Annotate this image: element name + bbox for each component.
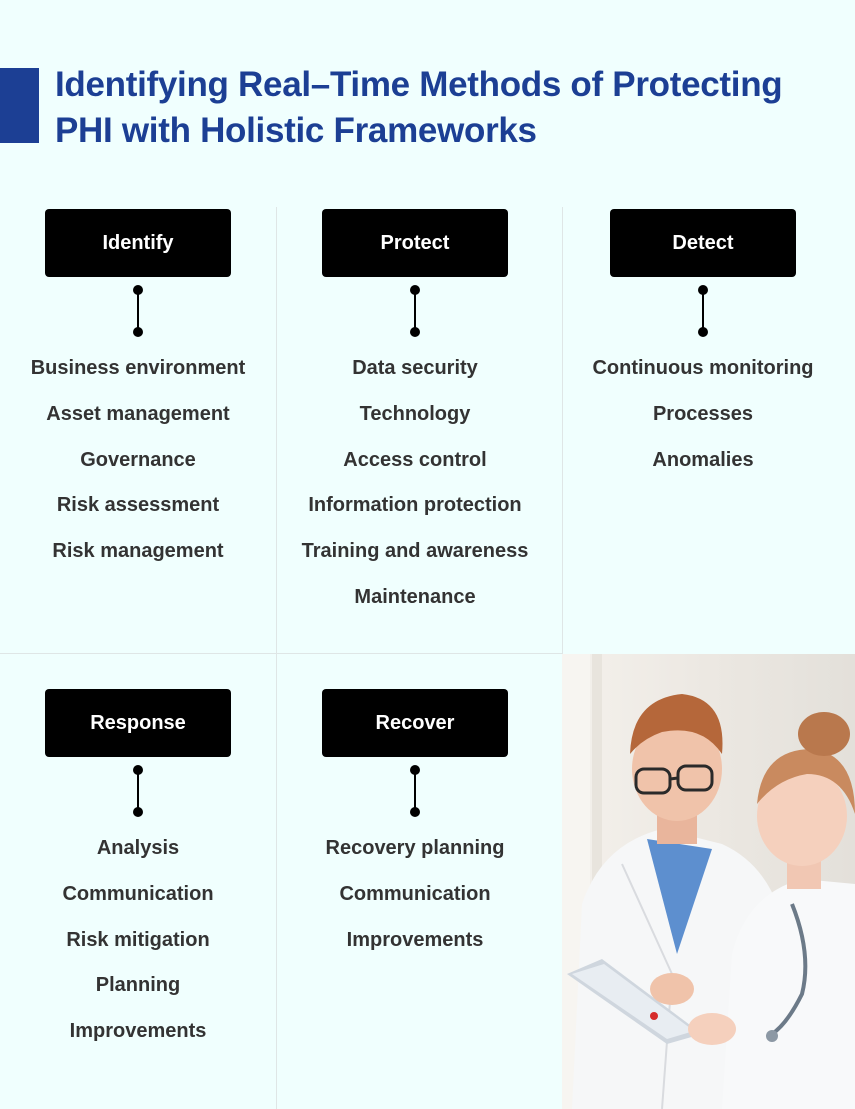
- list-item: Continuous monitoring: [592, 357, 814, 379]
- section-recover: Recover Recovery planning Communication …: [277, 0, 553, 1109]
- list-item: Risk mitigation: [66, 928, 210, 951]
- page-title: Identifying Real–Time Methods of Protect…: [55, 65, 783, 150]
- list-item: Maintenance: [354, 585, 476, 608]
- list-item: Processes: [652, 402, 754, 425]
- list-item: Improvements: [69, 1020, 207, 1043]
- grid-divider: [276, 207, 277, 1109]
- item-list: Business environment Asset management Go…: [0, 345, 276, 574]
- list-item: Training and awareness: [301, 540, 529, 563]
- list-item: Asset management: [46, 402, 230, 425]
- list-item: Recovery planning: [325, 837, 505, 859]
- list-item: Analysis: [96, 837, 180, 859]
- section-heading: Detect: [610, 209, 796, 277]
- list-item: Business environment: [30, 357, 246, 379]
- list-item: Anomalies: [652, 448, 754, 471]
- connector-icon: [132, 765, 144, 817]
- title-accent-bar: [0, 68, 39, 143]
- section-response: Response Analysis Communication Risk mit…: [0, 0, 276, 1109]
- grid-divider: [0, 653, 562, 654]
- section-protect: Protect Data security Technology Access …: [277, 0, 553, 653]
- item-list: Continuous monitoring Processes Anomalie…: [563, 345, 843, 482]
- doctors-photo: [562, 654, 855, 1109]
- item-list: Recovery planning Communication Improvem…: [277, 825, 553, 962]
- section-heading: Identify: [45, 209, 231, 277]
- list-item: Risk assessment: [56, 494, 220, 517]
- list-item: Technology: [359, 402, 471, 425]
- connector-icon: [409, 765, 421, 817]
- list-item: Governance: [80, 448, 196, 471]
- section-identify: Identify Business environment Asset mana…: [0, 0, 276, 653]
- item-list: Analysis Communication Risk mitigation P…: [0, 825, 276, 1054]
- list-item: Risk management: [52, 540, 224, 563]
- list-item: Communication: [339, 882, 491, 905]
- list-item: Access control: [343, 448, 487, 471]
- section-heading: Protect: [322, 209, 508, 277]
- list-item: Planning: [95, 974, 181, 997]
- connector-icon: [697, 285, 709, 337]
- list-item: Improvements: [346, 928, 484, 951]
- section-heading: Recover: [322, 689, 508, 757]
- list-item: Data security: [352, 357, 478, 379]
- item-list: Data security Technology Access control …: [277, 345, 553, 620]
- list-item: Communication: [62, 882, 214, 905]
- section-detect: Detect Continuous monitoring Processes A…: [563, 0, 843, 653]
- connector-icon: [409, 285, 421, 337]
- connector-icon: [132, 285, 144, 337]
- list-item: Information protection: [308, 494, 522, 517]
- section-heading: Response: [45, 689, 231, 757]
- grid-divider: [562, 207, 563, 654]
